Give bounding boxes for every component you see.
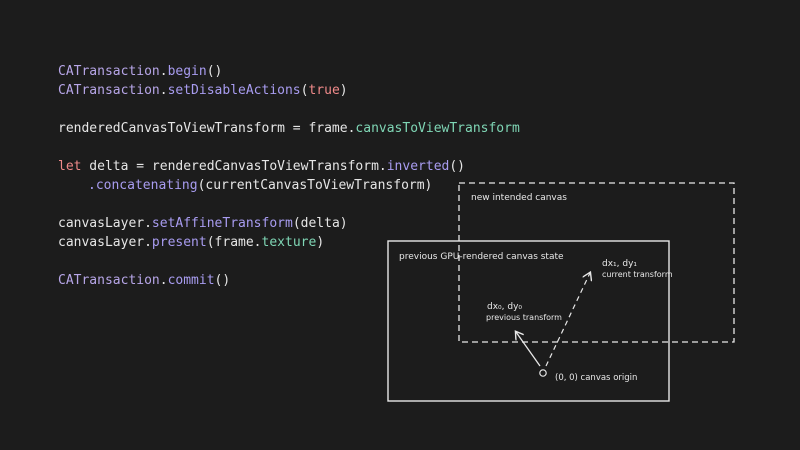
code-token: () xyxy=(214,273,231,288)
code-token: CATransaction xyxy=(58,273,160,288)
code-line: renderedCanvasToViewTransform = frame.ca… xyxy=(58,119,520,138)
previous-canvas-rect xyxy=(387,240,670,402)
canvas-origin-label: (0, 0) canvas origin xyxy=(555,373,637,383)
code-snippet: CATransaction.begin()CATransaction.setDi… xyxy=(58,62,520,290)
code-line: .concatenating(currentCanvasToViewTransf… xyxy=(58,176,520,195)
code-token: (delta) xyxy=(292,216,348,231)
code-token: renderedCanvasToViewTransform = frame. xyxy=(58,121,356,136)
code-token: begin xyxy=(167,64,207,79)
code-token: . xyxy=(159,83,168,98)
code-token: delta = renderedCanvasToViewTransform. xyxy=(81,159,387,174)
current-transform-label: current transform xyxy=(602,270,673,279)
code-token: inverted xyxy=(386,159,450,174)
new-canvas-label: new intended canvas xyxy=(471,193,567,203)
current-transform-arrow xyxy=(545,273,590,367)
dx0-label: dx₀, dy₀ xyxy=(487,302,522,312)
code-token: let xyxy=(58,159,82,174)
code-token: canvasToViewTransform xyxy=(355,121,520,136)
code-line: canvasLayer.setAffineTransform(delta) xyxy=(58,214,520,233)
code-token: canvasLayer. xyxy=(58,216,152,231)
code-token: ) xyxy=(339,83,348,98)
code-token: CATransaction xyxy=(58,64,160,79)
code-token: setDisableActions xyxy=(167,83,301,98)
code-token: CATransaction xyxy=(58,83,160,98)
code-token: () xyxy=(206,64,223,79)
code-token: (currentCanvasToViewTransform) xyxy=(197,178,433,193)
code-token: commit xyxy=(167,273,215,288)
code-token: () xyxy=(449,159,466,174)
code-token: (frame. xyxy=(206,235,262,250)
code-token: texture xyxy=(261,235,317,250)
code-line: CATransaction.commit() xyxy=(58,271,520,290)
previous-canvas-label: previous GPU-rendered canvas state xyxy=(399,252,564,262)
previous-transform-arrow xyxy=(516,332,541,367)
dx1-label: dx₁, dy₁ xyxy=(602,259,637,269)
code-line: canvasLayer.present(frame.texture) xyxy=(58,233,520,252)
code-token: setAffineTransform xyxy=(151,216,293,231)
code-line: CATransaction.begin() xyxy=(58,62,520,81)
code-token: canvasLayer. xyxy=(58,235,152,250)
code-line: CATransaction.setDisableActions(true) xyxy=(58,81,520,100)
code-token: . xyxy=(159,273,168,288)
previous-transform-label: previous transform xyxy=(486,313,562,322)
code-token: present xyxy=(151,235,207,250)
code-token: ) xyxy=(316,235,325,250)
code-token: . xyxy=(159,64,168,79)
code-token: ( xyxy=(300,83,309,98)
canvas-origin-marker xyxy=(539,369,547,377)
new-canvas-rect xyxy=(458,182,735,343)
code-token: .concatenating xyxy=(88,178,198,193)
code-token: true xyxy=(308,83,340,98)
code-line: let delta = renderedCanvasToViewTransfor… xyxy=(58,157,520,176)
